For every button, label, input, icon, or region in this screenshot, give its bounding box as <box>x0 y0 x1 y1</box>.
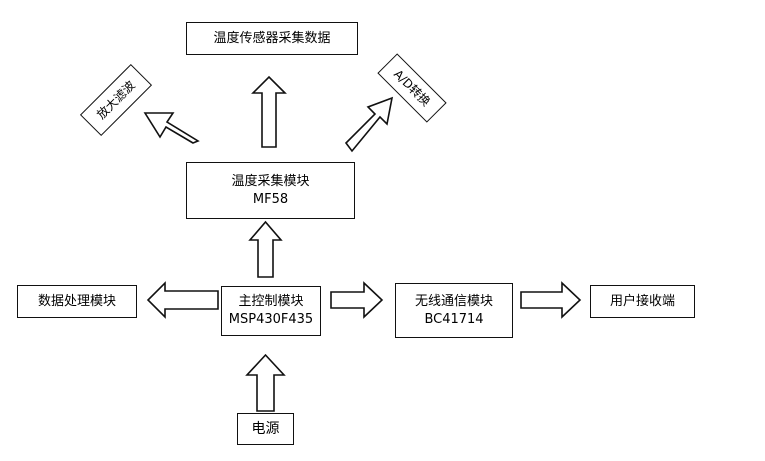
arrow-right-to-user-end <box>520 281 582 319</box>
power-label: 电源 <box>251 420 280 437</box>
main-controller-name: 主控制模块 <box>238 294 304 310</box>
wireless-module-model: BC41714 <box>424 311 484 327</box>
main-controller-model: MSP430F435 <box>228 312 314 327</box>
temp-module-model: MF58 <box>252 191 289 207</box>
data-module-label: 数据处理模块 <box>37 293 116 309</box>
main-controller-box: 主控制模块 MSP430F435 <box>221 286 321 336</box>
temp-module-box: 温度采集模块 MF58 <box>186 162 355 219</box>
temp-module-name: 温度采集模块 <box>231 173 310 189</box>
arrow-left-to-data-module <box>146 281 219 319</box>
arrow-up-to-sensor-data <box>251 75 287 148</box>
arrow-up-from-power <box>245 353 286 412</box>
arrow-up-to-temp-module <box>248 220 283 278</box>
wireless-module-box: 无线通信模块 BC41714 <box>395 283 513 338</box>
sensor-data-box: 温度传感器采集数据 <box>186 22 358 55</box>
power-box: 电源 <box>237 413 294 445</box>
arrow-to-amplify-filter <box>143 112 200 144</box>
user-end-label: 用户接收端 <box>609 293 675 309</box>
wireless-module-name: 无线通信模块 <box>414 293 493 309</box>
arrow-right-to-wireless-module <box>330 281 384 319</box>
sensor-data-label: 温度传感器采集数据 <box>213 30 331 46</box>
user-end-box: 用户接收端 <box>590 285 695 318</box>
data-module-box: 数据处理模块 <box>17 285 137 318</box>
arrow-to-ad-convert <box>344 96 394 153</box>
